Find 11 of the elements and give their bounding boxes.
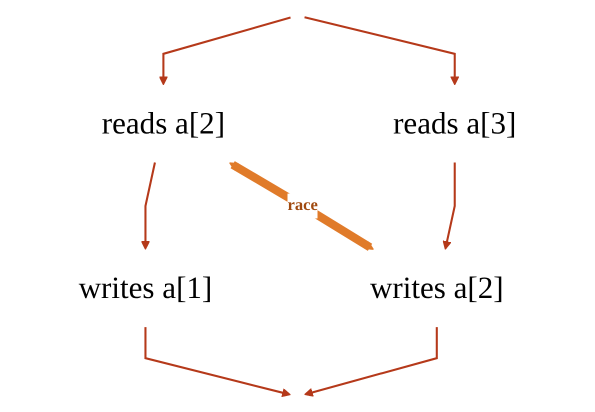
edge-label: race [288, 194, 318, 218]
arrow [144, 327, 291, 398]
arrow [304, 16, 460, 86]
step-text: writes a[1] [78, 271, 212, 306]
arrow [304, 327, 438, 397]
step-text: reads a[2] [102, 106, 226, 141]
step-text: reads a[3] [393, 106, 516, 141]
arrow [158, 16, 291, 86]
step-text: writes a[2] [370, 271, 504, 306]
arrow [140, 162, 156, 250]
arrow [442, 162, 456, 250]
